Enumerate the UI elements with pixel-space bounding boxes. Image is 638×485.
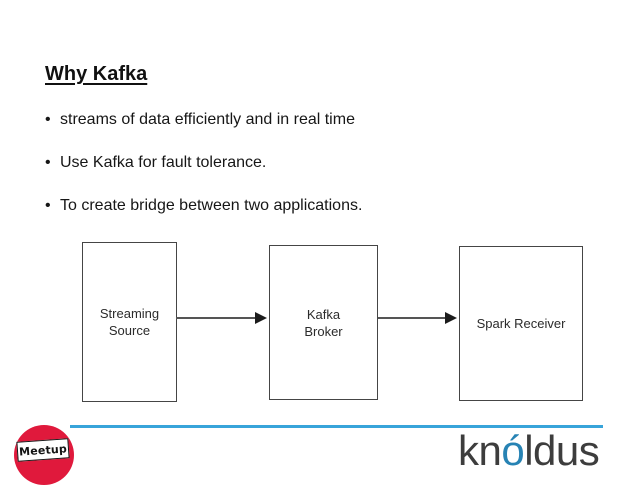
diagram-node-kafka-broker: Kafka Broker [269, 245, 378, 400]
meetup-logo: Meetup [14, 425, 74, 485]
bullet-text: streams of data efficiently and in real … [60, 111, 355, 128]
diagram-node-spark-receiver: Spark Receiver [459, 246, 583, 401]
page-title: Why Kafka [45, 63, 148, 85]
bullet-icon: • [45, 197, 51, 214]
node-label: Spark Receiver [476, 316, 566, 331]
footer-divider [70, 425, 603, 428]
arrow-head-icon [255, 312, 267, 324]
knoldus-logo: knóldus [458, 427, 600, 474]
meetup-logo-band: Meetup [16, 438, 70, 462]
bullet-text: Use Kafka for fault tolerance. [60, 154, 267, 171]
bullet-icon: • [45, 111, 51, 128]
meetup-logo-label: Meetup [18, 441, 68, 459]
knoldus-logo-suffix: ldus [524, 427, 600, 474]
arrow-line-broker-to-receiver [378, 317, 446, 319]
list-item: • Use Kafka for fault tolerance. [45, 153, 525, 173]
node-label: Kafka Broker [304, 306, 343, 339]
list-item: • streams of data efficiently and in real… [45, 110, 525, 130]
diagram-node-streaming-source: Streaming Source [82, 242, 177, 402]
bullet-icon: • [45, 154, 51, 171]
knoldus-logo-prefix: kn [458, 427, 502, 474]
arrow-line-source-to-broker [176, 317, 256, 319]
arrow-head-icon [445, 312, 457, 324]
node-label: Streaming Source [99, 306, 160, 338]
knoldus-logo-accent: ó [501, 427, 525, 474]
list-item: • To create bridge between two applicatio… [45, 196, 525, 216]
bullet-text: To create bridge between two application… [60, 197, 363, 214]
bullet-list: • streams of data efficiently and in real… [45, 110, 525, 239]
